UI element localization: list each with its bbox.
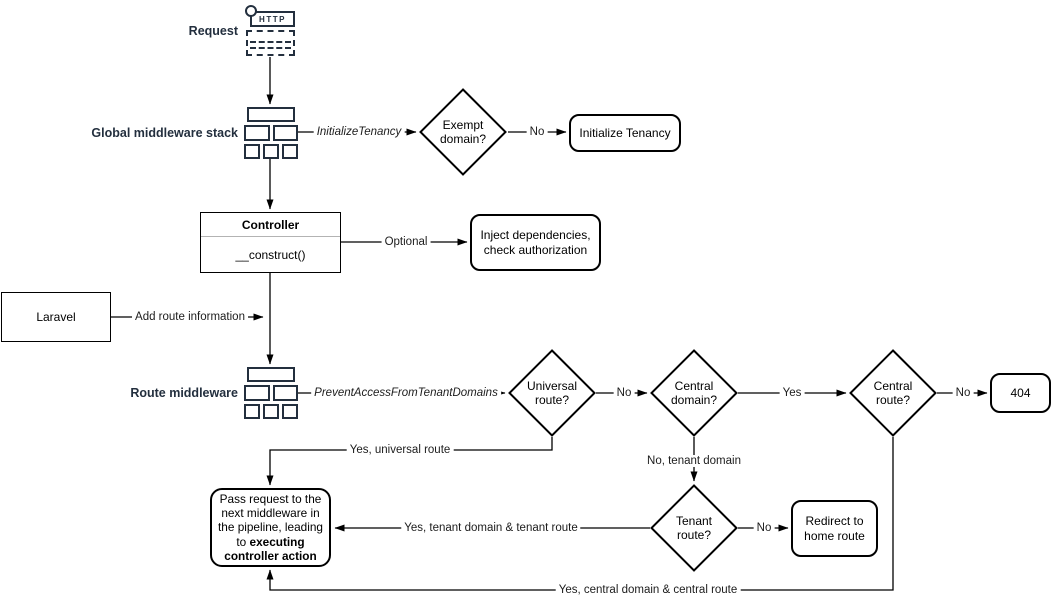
inject-dependencies-box: Inject dependencies, check authorization [470, 214, 601, 271]
http-text: HTTP [259, 15, 286, 24]
http-circle-icon [245, 5, 257, 17]
diamond-shape [650, 484, 738, 572]
edge-label-add-route-information: Add route information [132, 311, 248, 323]
central-domain-decision: Central domain? [650, 349, 738, 437]
edge-label-central-route-no: No [952, 387, 974, 399]
universal-route-text: Universal route? [526, 378, 577, 407]
edge-label-prevent-access-middleware: PreventAccessFromTenantDomains [311, 387, 501, 399]
exempt-domain-decision: Exempt domain? [419, 88, 507, 176]
pass-request-box: Pass request to the next middleware in t… [210, 488, 331, 567]
edge-label-universal-yes: Yes, universal route [346, 444, 454, 456]
request-body-dashed-box [246, 30, 295, 56]
request-label: Request [188, 24, 238, 38]
http-header-box: HTTP [250, 11, 295, 27]
edge-label-tenant-domain-no: No, tenant domain [644, 455, 744, 467]
route-middleware-label: Route middleware [130, 386, 238, 400]
tenant-route-decision: Tenant route? [650, 484, 738, 572]
diamond-shape [419, 88, 507, 176]
controller-method: __construct() [235, 247, 306, 262]
pass-request-text: Pass request to the next middleware in t… [218, 492, 323, 563]
global-middleware-label: Global middleware stack [91, 126, 238, 140]
route-middleware-stack-icon [244, 367, 298, 419]
edge-label-initialize-tenancy-middleware: InitializeTenancy [313, 126, 405, 138]
diamond-shape [650, 349, 738, 437]
edge-label-central-domain-yes: Yes [779, 387, 805, 399]
redirect-home-box: Redirect to home route [791, 500, 878, 557]
controller-title: Controller [201, 213, 340, 237]
edge-label-universal-no: No [613, 387, 635, 399]
http-request-icon: HTTP [245, 5, 297, 57]
diamond-shape [849, 349, 937, 437]
exempt-domain-text: Exempt domain? [439, 117, 487, 146]
edge-label-central-yes: Yes, central domain & central route [555, 584, 741, 596]
tenant-route-text: Tenant route? [675, 513, 713, 542]
laravel-box: Laravel [1, 292, 111, 342]
404-box: 404 [990, 373, 1051, 413]
controller-class-box: Controller __construct() [200, 212, 341, 273]
edge-label-optional: Optional [381, 236, 431, 248]
global-middleware-stack-icon [244, 107, 298, 159]
edge-label-tenant-yes: Yes, tenant domain & tenant route [401, 522, 581, 534]
edge-label-tenant-route-no: No [753, 522, 775, 534]
diamond-shape [508, 349, 596, 437]
edge-label-exempt-no: No [526, 126, 548, 138]
initialize-tenancy-box: Initialize Tenancy [569, 114, 681, 152]
pass-request-bold-text: executing controller action [224, 534, 317, 563]
central-route-decision: Central route? [849, 349, 937, 437]
central-route-text: Central route? [873, 378, 913, 407]
central-domain-text: Central domain? [670, 378, 718, 407]
universal-route-decision: Universal route? [508, 349, 596, 437]
